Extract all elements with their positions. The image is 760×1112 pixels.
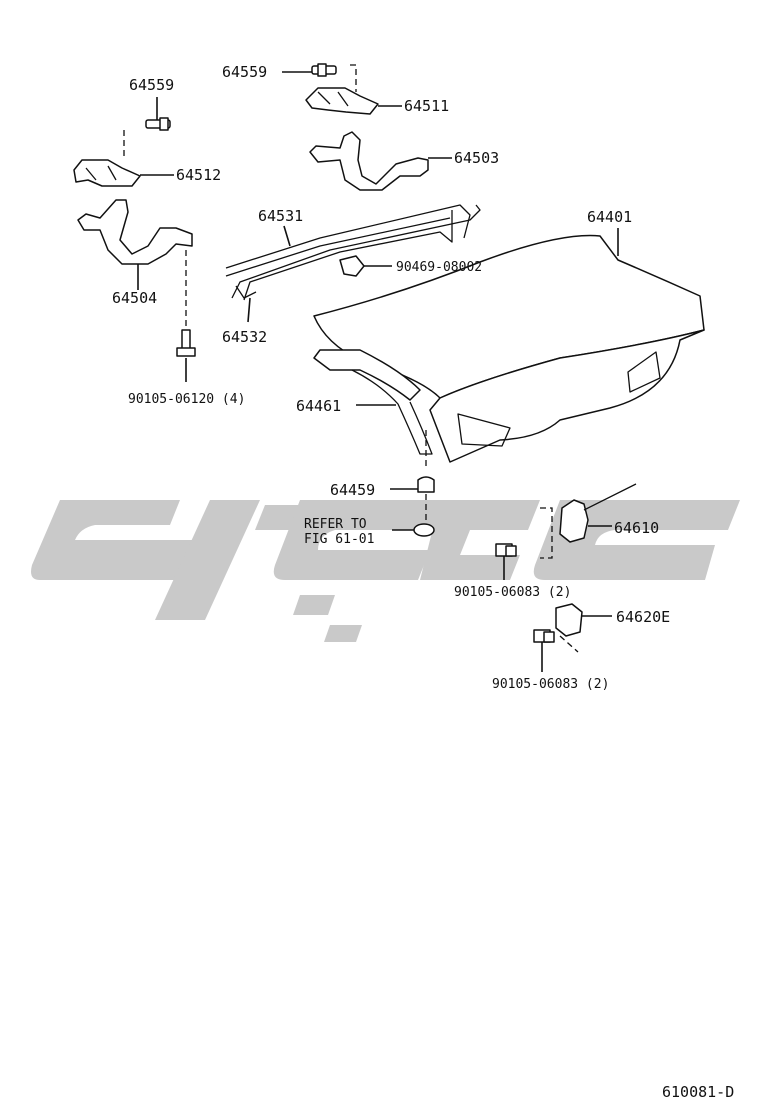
weatherstrip-64461[interactable] — [313, 349, 433, 455]
label-64559-left: 64559 — [129, 76, 174, 94]
hinge-arm-64504[interactable] — [77, 199, 193, 265]
label-90105-06083-a: 90105-06083 (2) — [454, 585, 571, 600]
label-64504: 64504 — [112, 289, 157, 307]
striker-64620E[interactable] — [555, 603, 583, 637]
label-64511: 64511 — [404, 97, 449, 115]
label-64532: 64532 — [222, 328, 267, 346]
label-64610: 64610 — [614, 519, 659, 537]
bolt-90105-06120[interactable] — [176, 329, 196, 357]
hinge-arm-64503[interactable] — [309, 131, 429, 191]
bolt-64559-top[interactable] — [311, 63, 337, 77]
torsion-bar-64532[interactable] — [235, 210, 453, 301]
hinge-bracket-64511[interactable] — [305, 87, 379, 115]
label-64459: 64459 — [330, 481, 375, 499]
label-64559-top: 64559 — [222, 63, 267, 81]
label-90469-08002: 90469-08002 — [396, 260, 482, 275]
bolt-90105-06083-a[interactable] — [495, 543, 517, 557]
label-64620E: 64620E — [616, 608, 670, 626]
figure-code: 610081-D — [662, 1083, 734, 1101]
label-64461: 64461 — [296, 397, 341, 415]
label-refer-line2: FIG 61-01 — [304, 532, 374, 547]
label-64401: 64401 — [587, 208, 632, 226]
label-64512: 64512 — [176, 166, 221, 184]
clip-90469-08002[interactable] — [339, 255, 365, 277]
hinge-bracket-64512[interactable] — [73, 159, 141, 187]
cushion-64459[interactable] — [417, 476, 435, 493]
bolt-90105-06083-b[interactable] — [533, 629, 555, 643]
bolt-64559-left[interactable] — [145, 117, 171, 131]
trunk-lock-64610[interactable] — [559, 483, 637, 543]
label-90105-06083-b: 90105-06083 (2) — [492, 677, 609, 692]
label-90105-06120: 90105-06120 (4) — [128, 392, 245, 407]
watermark-logo — [31, 500, 740, 642]
label-64531: 64531 — [258, 207, 303, 225]
torsion-bar-64531[interactable] — [225, 204, 481, 299]
label-refer-line1: REFER TO — [304, 517, 367, 532]
label-64503: 64503 — [454, 149, 499, 167]
trunk-lid-64401[interactable] — [313, 234, 705, 463]
reference-oval — [413, 523, 435, 537]
